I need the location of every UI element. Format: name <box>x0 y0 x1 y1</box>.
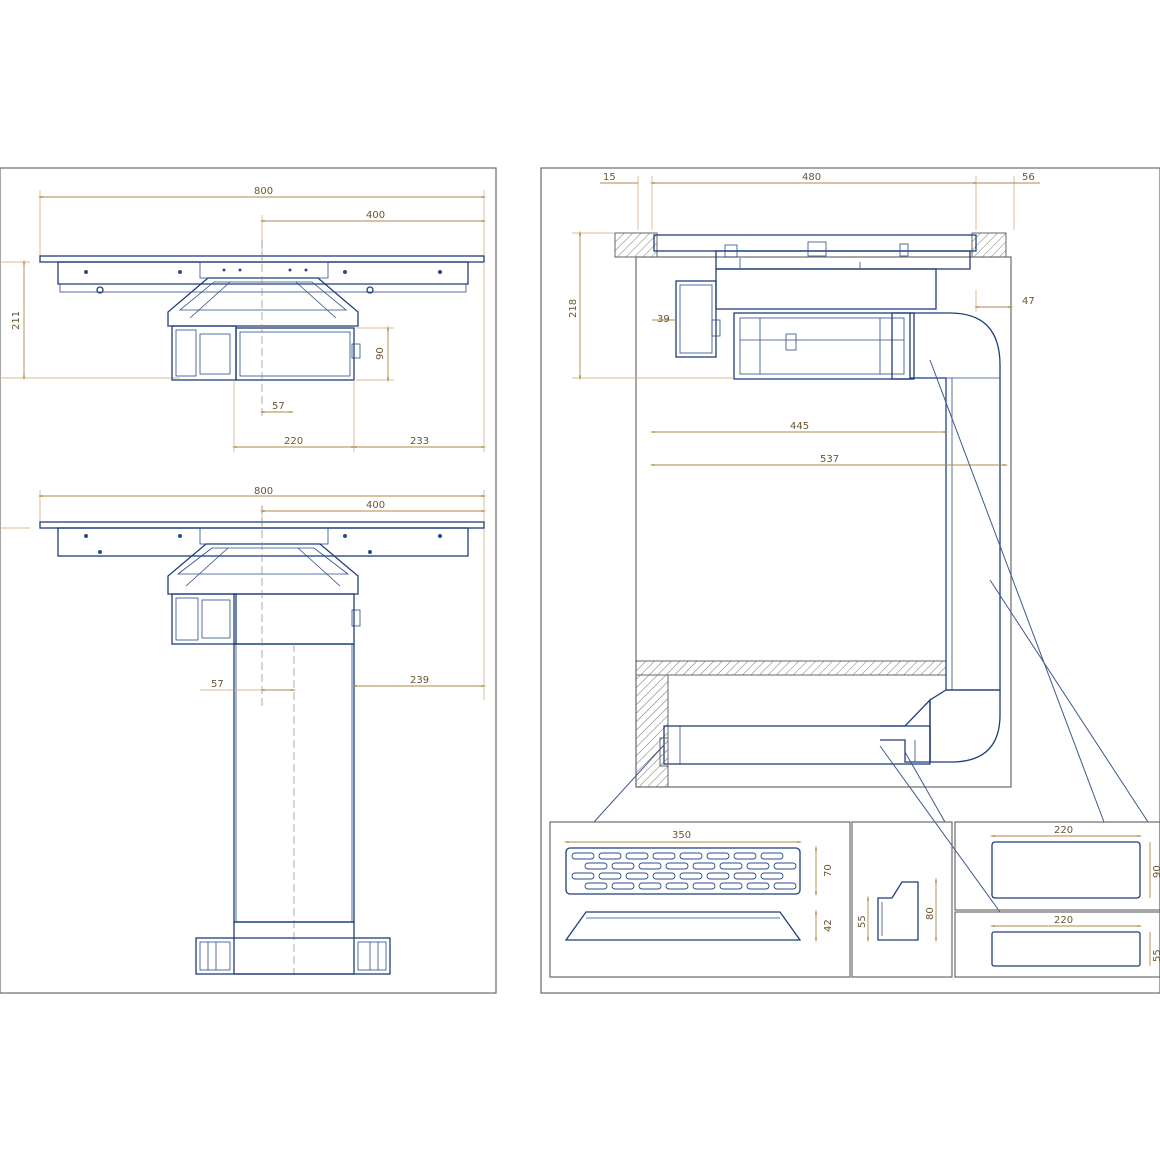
dim-upper-400: 400 <box>366 210 385 221</box>
dim-grille-42: 42 <box>823 919 834 932</box>
right-sheet-frame <box>540 167 1160 994</box>
control-box <box>675 280 717 358</box>
grille-slot <box>584 862 608 870</box>
grille-slot <box>584 882 608 890</box>
grille-slot <box>746 882 770 890</box>
dim-grille-350: 350 <box>672 830 691 841</box>
dim-duct1-220: 220 <box>1054 825 1073 836</box>
dim-side-47: 47 <box>1022 296 1035 307</box>
grille-slot <box>719 862 743 870</box>
grille-slot <box>719 882 743 890</box>
grille-slot <box>665 862 689 870</box>
dim-grille-70: 70 <box>823 864 834 877</box>
grille-slot <box>733 872 757 880</box>
grille-slot <box>652 852 676 860</box>
grille-slots <box>571 852 797 890</box>
grille-slot <box>665 882 689 890</box>
dim-upper-211: 211 <box>11 311 22 330</box>
dim-upper-220: 220 <box>284 436 303 447</box>
grille-slot <box>625 872 649 880</box>
grille-slot <box>571 852 595 860</box>
upper-view: 800 400 211 <box>0 186 487 452</box>
dim-upper-800: 800 <box>254 186 273 197</box>
grille-slot <box>760 852 784 860</box>
grille-slot <box>760 872 784 880</box>
worktop-left <box>614 232 658 258</box>
left-sheet: 800 400 211 <box>0 167 497 994</box>
grille-slot <box>652 872 676 880</box>
dim-elbow-80: 80 <box>925 907 936 920</box>
dim-duct2-220: 220 <box>1054 915 1073 926</box>
lower-view: 800 400 <box>0 486 487 975</box>
cabinet-shelf <box>635 660 947 676</box>
grille-slot <box>611 882 635 890</box>
dim-upper-57: 57 <box>272 401 285 412</box>
right-sheet: 15 480 56 218 <box>540 167 1160 994</box>
grille-slot <box>692 862 716 870</box>
grille-slot <box>679 852 703 860</box>
grille-slot <box>571 872 595 880</box>
detail-grille-frame <box>549 821 851 978</box>
duct2-section <box>991 931 1141 967</box>
detail-panels: 350 70 42 80 55 220 90 220 <box>549 821 1160 978</box>
dim-side-480: 480 <box>802 172 821 183</box>
grille-slot <box>625 852 649 860</box>
grille-side <box>564 911 802 941</box>
grille-slot <box>598 872 622 880</box>
grille-slot <box>611 862 635 870</box>
cabinet-plinth-wall <box>635 674 669 788</box>
grille-slot <box>638 862 662 870</box>
duct1-section <box>991 841 1141 899</box>
detail-duct1-frame <box>954 821 1160 911</box>
dim-upper-90: 90 <box>375 347 386 360</box>
dim-lower-57: 57 <box>211 679 224 690</box>
dim-side-39: 39 <box>657 314 670 325</box>
left-sheet-frame <box>0 167 497 994</box>
hob <box>653 234 977 252</box>
dim-side-218: 218 <box>568 299 579 318</box>
grille-slot <box>638 882 662 890</box>
grille-slot <box>733 852 757 860</box>
elbow-piece <box>877 881 919 941</box>
dim-elbow-55: 55 <box>857 915 868 928</box>
detail-duct2-frame <box>954 911 1160 978</box>
dim-side-56: 56 <box>1022 172 1035 183</box>
plinth-duct <box>663 725 931 765</box>
dim-side-537: 537 <box>820 454 839 465</box>
dim-side-445: 445 <box>790 421 809 432</box>
fan-unit <box>733 312 911 380</box>
detail-elbow-frame <box>851 821 953 978</box>
dim-lower-400: 400 <box>366 500 385 511</box>
vertical-duct <box>910 312 1001 691</box>
grille-slot <box>746 862 770 870</box>
grille-slot <box>706 852 730 860</box>
worktop-right <box>971 232 1007 258</box>
grille-slot <box>692 882 716 890</box>
dim-upper-233: 233 <box>410 436 429 447</box>
grille-slot <box>598 852 622 860</box>
dim-lower-800: 800 <box>254 486 273 497</box>
dim-side-15: 15 <box>603 172 616 183</box>
grille-slot <box>773 882 797 890</box>
cabinet-body <box>635 256 1012 788</box>
dim-duct1-90: 90 <box>1152 865 1160 878</box>
grille-slot <box>773 862 797 870</box>
dim-duct2-55: 55 <box>1152 949 1160 962</box>
grille-slot <box>679 872 703 880</box>
grille-slot <box>706 872 730 880</box>
grille-face <box>565 847 801 895</box>
dim-lower-239: 239 <box>410 675 429 686</box>
